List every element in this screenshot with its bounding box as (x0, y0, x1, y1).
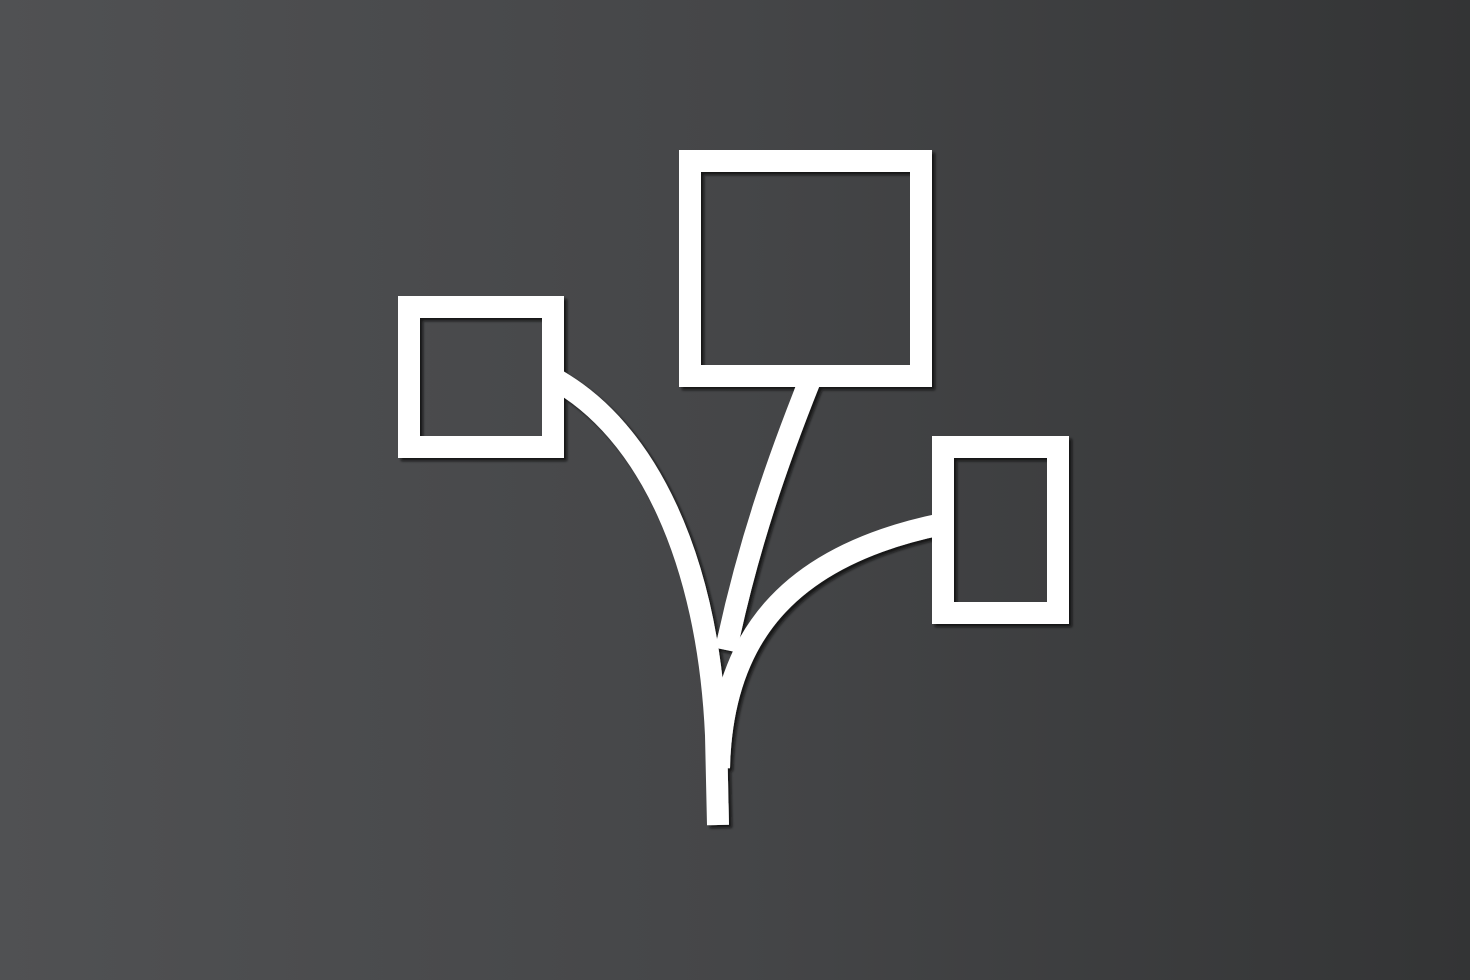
branch-right (708, 513, 945, 769)
branch-top (715, 375, 821, 653)
left-node-box (398, 296, 564, 458)
top-node-box (679, 150, 932, 387)
right-node-box (932, 436, 1069, 624)
trunk-branch-left (547, 368, 729, 826)
